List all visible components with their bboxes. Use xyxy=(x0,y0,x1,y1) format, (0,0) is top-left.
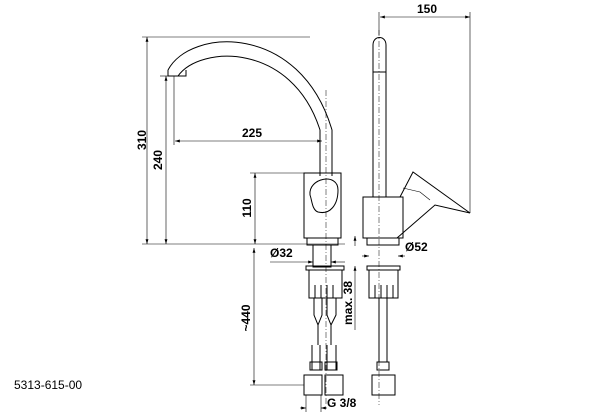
side-stem xyxy=(372,37,387,197)
side-hose xyxy=(371,298,396,396)
dim-d52-label: Ø52 xyxy=(405,240,428,254)
shank xyxy=(312,244,332,268)
dimension-lines xyxy=(142,12,471,412)
thread-label: G 3/8 xyxy=(327,396,357,410)
dim-110-label: 110 xyxy=(240,198,254,218)
mounting-nut xyxy=(308,269,343,299)
dim-d32-label: Ø32 xyxy=(270,246,293,260)
dim-240-label: 240 xyxy=(151,150,165,170)
dim-150-label: 150 xyxy=(417,2,437,16)
hose-fittings xyxy=(303,361,344,396)
dim-225-label: 225 xyxy=(242,126,262,140)
aerator xyxy=(167,70,187,77)
side-body xyxy=(362,196,404,239)
part-number: 5313-615-00 xyxy=(14,378,82,392)
dim-max38-label: max. 38 xyxy=(341,281,355,325)
spout-inner xyxy=(177,55,321,176)
side-view xyxy=(362,30,471,405)
handle xyxy=(309,178,339,214)
side-base xyxy=(366,237,400,246)
spout-outer xyxy=(167,41,333,176)
side-nut xyxy=(368,269,399,299)
dim-440-label: ~440 xyxy=(239,304,253,331)
hose-lower xyxy=(311,345,337,370)
side-lever xyxy=(396,171,471,239)
front-view xyxy=(167,41,345,405)
dim-310-label: 310 xyxy=(135,130,149,150)
hoses xyxy=(313,298,337,345)
